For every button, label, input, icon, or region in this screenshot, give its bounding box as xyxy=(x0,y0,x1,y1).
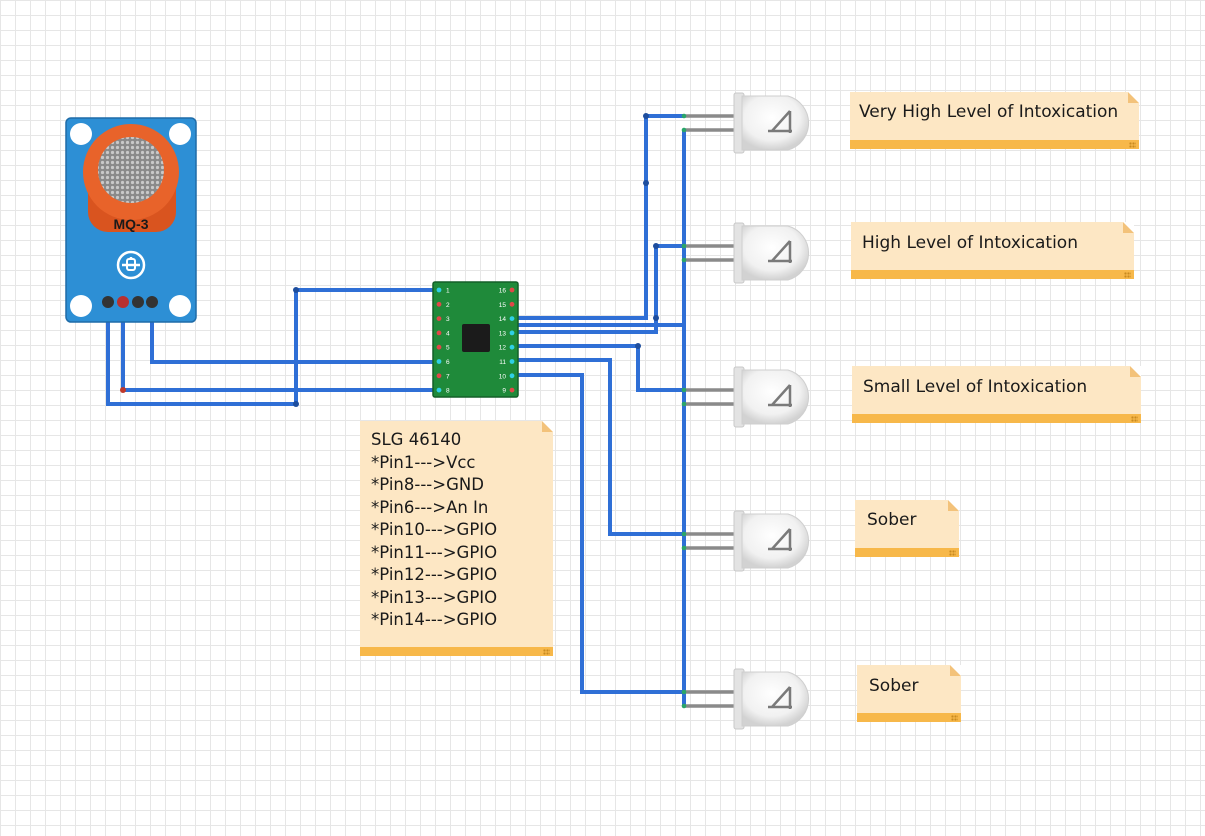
note-sober-2[interactable]: Sober xyxy=(857,665,961,722)
slg-note-line: *Pin6--->An In xyxy=(371,497,489,517)
slg-note-line: *Pin1--->Vcc xyxy=(371,452,476,472)
resize-grip-icon[interactable] xyxy=(1129,142,1136,148)
chip-pin-label: 5 xyxy=(446,345,450,352)
led-5[interactable] xyxy=(681,668,810,730)
note-very-high-label: Very High Level of Intoxication xyxy=(859,102,1119,122)
led-4[interactable] xyxy=(681,510,810,572)
sensor-pin-header xyxy=(102,296,158,308)
chip-pin-pad xyxy=(509,359,515,364)
chip-pin-label: 12 xyxy=(499,345,507,352)
wire-sensor-analog[interactable] xyxy=(150,306,436,364)
chip-pin-pad xyxy=(509,387,515,393)
resize-grip-icon[interactable] xyxy=(951,715,958,721)
chip-pin-label: 4 xyxy=(446,330,450,337)
wire-pin14-led1[interactable] xyxy=(514,114,684,320)
chip-pin-pad xyxy=(436,359,442,364)
chip-pin-pad xyxy=(509,287,515,293)
resize-grip-icon[interactable] xyxy=(543,649,550,655)
chip-pin-label: 11 xyxy=(499,359,506,366)
chip-pin-label: 10 xyxy=(499,373,507,380)
slg-note-title: SLG 46140 xyxy=(371,430,462,449)
chip-pin-pad xyxy=(436,330,442,336)
chip-pin-pad xyxy=(436,387,442,393)
led-2[interactable] xyxy=(681,222,810,284)
wire-junctions xyxy=(120,113,659,407)
slg-note-line: *Pin10--->GPIO xyxy=(371,520,498,539)
chip-pin-label: 6 xyxy=(446,359,450,366)
slg-note-line: *Pin11--->GPIO xyxy=(371,542,498,562)
leds xyxy=(681,92,810,730)
led-1[interactable] xyxy=(681,92,810,154)
chip-pin-label: 13 xyxy=(499,330,507,337)
power-icon xyxy=(116,250,146,280)
chip-pin-pad xyxy=(436,373,442,379)
slg-note-line: *Pin8--->GND xyxy=(371,475,484,494)
note-sober-2-label: Sober xyxy=(869,676,919,696)
chip-pin-label: 2 xyxy=(446,302,450,309)
note-very-high[interactable]: Very High Level of Intoxication xyxy=(850,92,1139,149)
resize-grip-icon[interactable] xyxy=(1124,272,1131,278)
note-small-label: Small Level of Intoxication xyxy=(863,377,1088,397)
resize-grip-icon[interactable] xyxy=(1131,416,1138,422)
slg-note-line: *Pin14--->GPIO xyxy=(371,610,498,629)
note-sober-1[interactable]: Sober xyxy=(855,500,959,557)
chip-pin-label: 9 xyxy=(502,388,506,395)
chip-pin-label: 15 xyxy=(499,302,507,309)
chip-pin-label: 1 xyxy=(446,288,450,295)
wires xyxy=(106,114,686,706)
chip-pin-pad xyxy=(436,301,442,307)
chip-pin-label: 8 xyxy=(446,388,450,395)
chip-pin-label: 16 xyxy=(499,288,507,295)
wire-pin13-led2[interactable] xyxy=(514,244,684,334)
chip-pin-pad xyxy=(509,301,515,307)
wire-pin12-led3[interactable] xyxy=(514,344,684,392)
chip-pin-label: 3 xyxy=(446,316,450,323)
sensor-label: MQ-3 xyxy=(114,216,149,232)
chip-pin-pad xyxy=(509,316,515,321)
chip-left-pins: 1 2 3 4 5 6 7 8 xyxy=(436,287,450,395)
chip-pin-pad xyxy=(436,316,442,321)
slg-note-lines: SLG 46140 *Pin1--->Vcc *Pin8--->GND *Pin… xyxy=(371,429,497,632)
chip-pin-pad xyxy=(509,330,515,336)
chip-pin-label: 7 xyxy=(446,373,450,380)
note-sober-1-label: Sober xyxy=(867,510,917,530)
led-3[interactable] xyxy=(681,366,810,428)
mq3-sensor-module[interactable]: MQ-3 xyxy=(65,117,197,323)
slg-note-line: *Pin12--->GPIO xyxy=(371,565,498,584)
note-high-label: High Level of Intoxication xyxy=(862,233,1078,253)
chip-pin-pad xyxy=(509,344,515,350)
wire-pin10-led5[interactable] xyxy=(514,373,684,694)
chip-pin-pad xyxy=(436,344,442,350)
note-high[interactable]: High Level of Intoxication xyxy=(851,222,1134,279)
chip-pin-pad xyxy=(509,373,515,379)
resize-grip-icon[interactable] xyxy=(949,550,956,556)
slg-note-line: *Pin13--->GPIO xyxy=(371,587,498,607)
chip-pin-pad xyxy=(436,287,442,293)
wire-pin11-led4[interactable] xyxy=(514,358,684,536)
sensor-cap xyxy=(83,124,179,232)
chip-pin-label: 14 xyxy=(499,316,507,323)
note-small[interactable]: Small Level of Intoxication xyxy=(852,366,1141,423)
note-slg46140[interactable]: SLG 46140 *Pin1--->Vcc *Pin8--->GND *Pin… xyxy=(360,421,553,656)
chip-right-pins: 16 15 14 13 12 11 10 9 xyxy=(499,288,515,395)
